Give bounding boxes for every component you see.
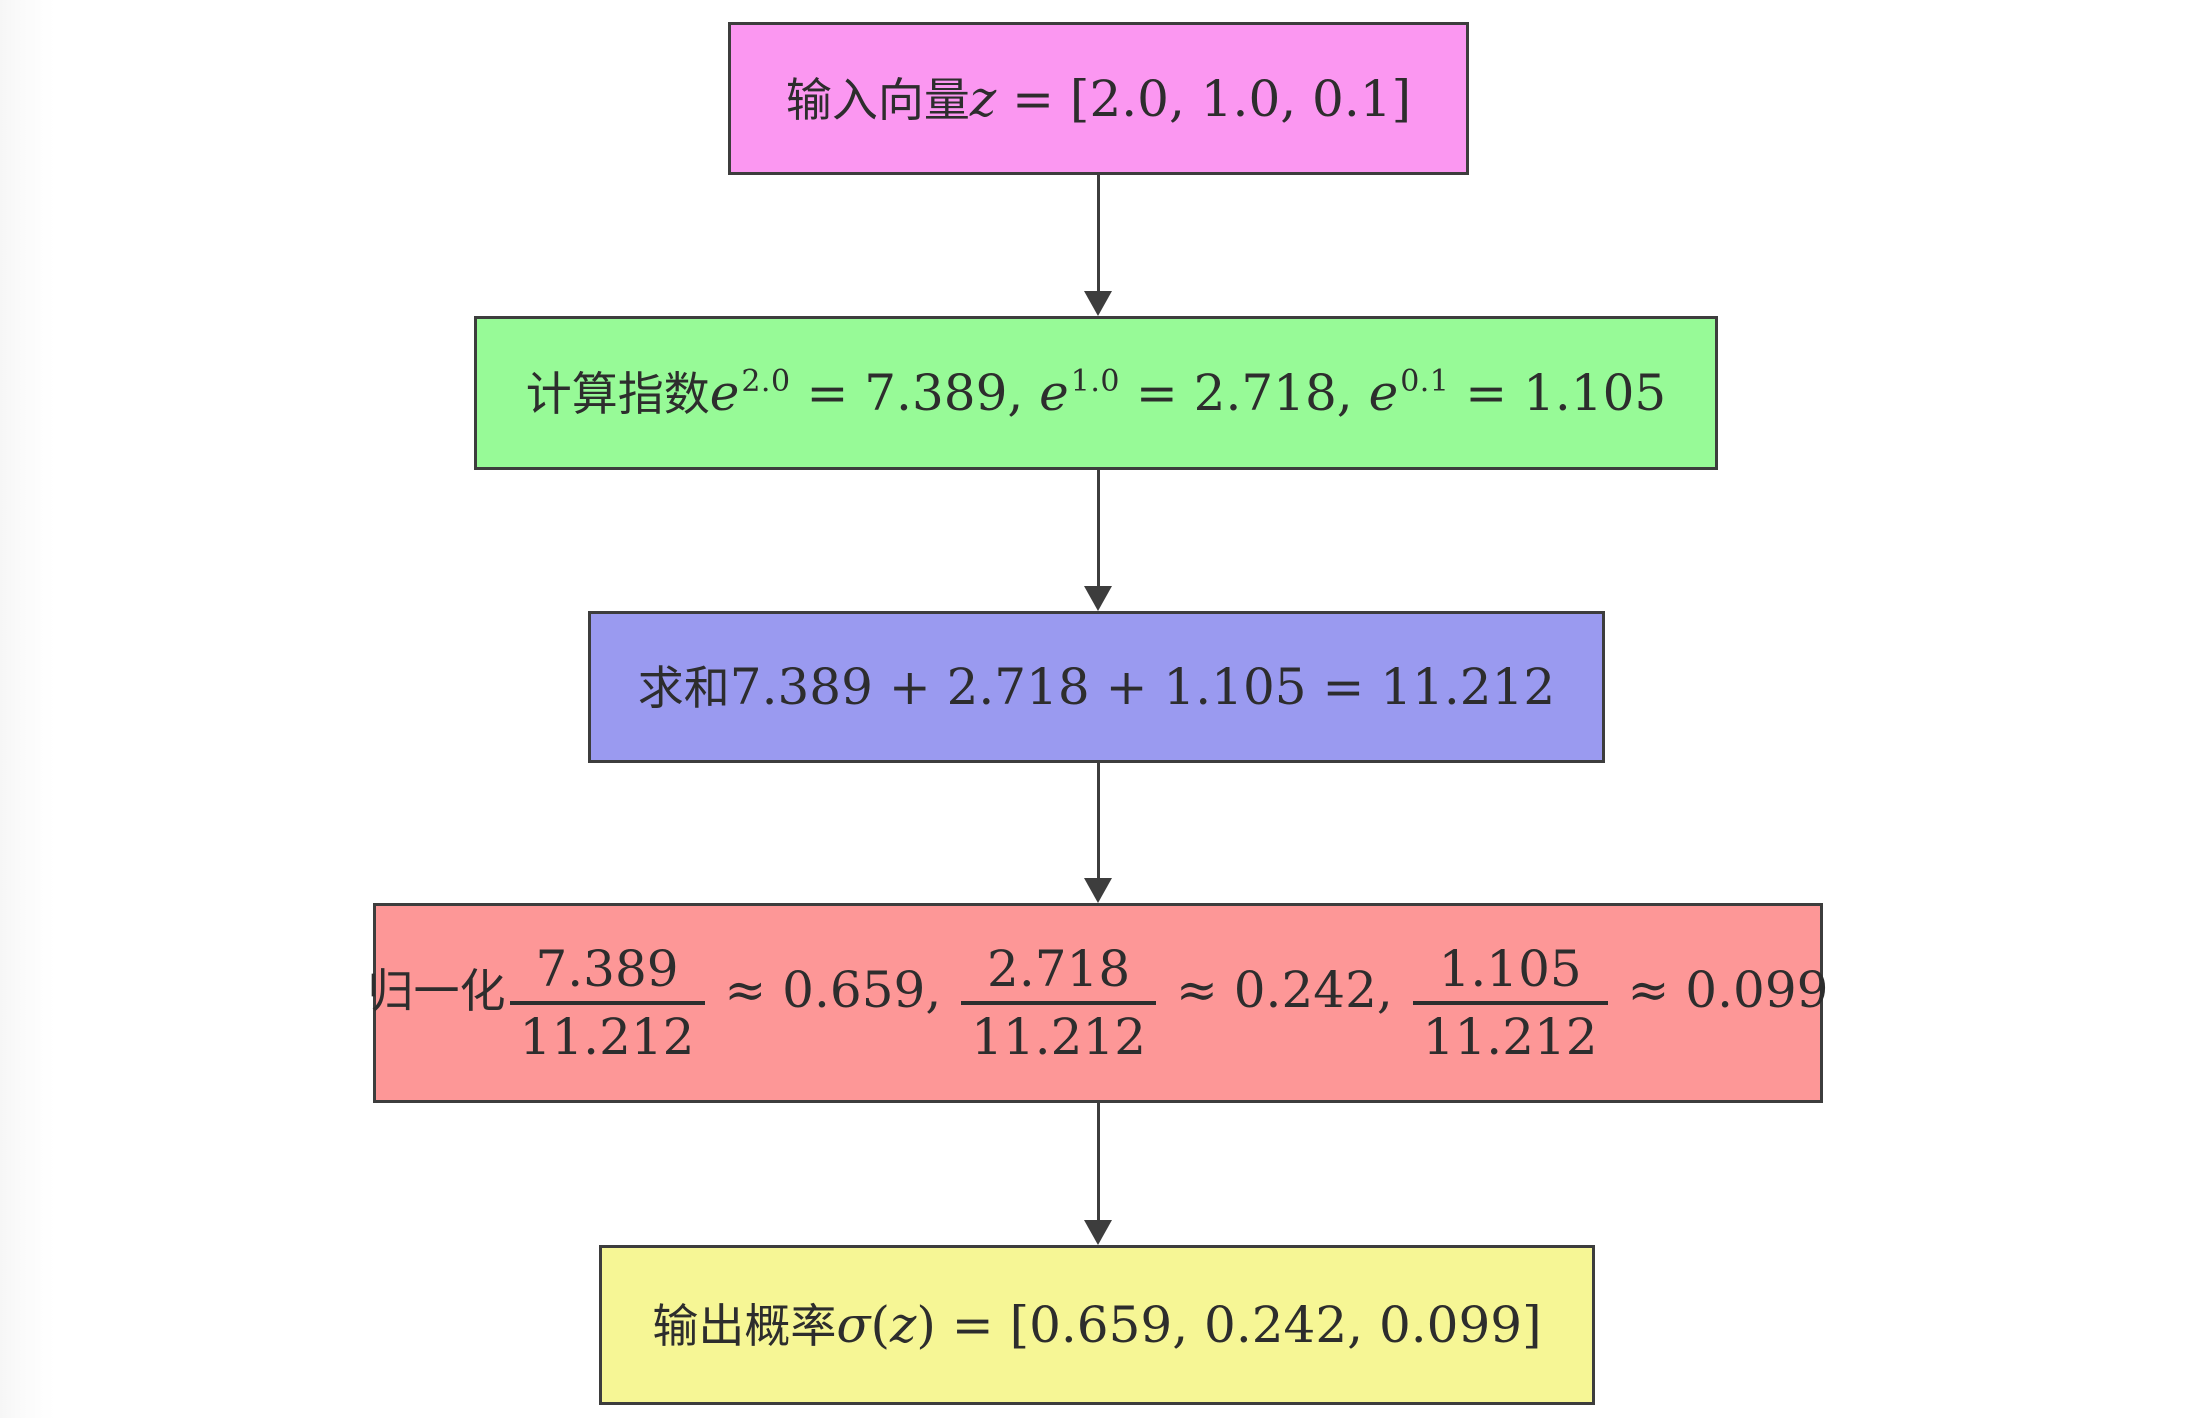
arrowhead-icon — [1084, 1220, 1112, 1245]
node-output-probabilities: 输出概率σ(z) = [0.659, 0.242, 0.099] — [599, 1245, 1595, 1405]
math-output-values: ) = [0.659, 0.242, 0.099] — [916, 1296, 1542, 1354]
fraction-1-denominator: 11.212 — [519, 1008, 695, 1066]
node-sum-label: 求和 — [637, 662, 730, 714]
fraction-1: 7.389 11.212 — [509, 940, 705, 1066]
math-result-2: = 2.718, — [1119, 364, 1369, 422]
arrowhead-icon — [1084, 586, 1112, 611]
fraction-2-numerator: 2.718 — [987, 940, 1131, 998]
arrowhead-icon — [1084, 291, 1112, 316]
node-input-text: 输入向量z = [2.0, 1.0, 0.1] — [786, 69, 1411, 129]
node-sum-text: 求和7.389 + 2.718 + 1.105 = 11.212 — [638, 657, 1555, 717]
math-result-1: = 7.389, — [790, 364, 1040, 422]
arrow-stem — [1096, 1103, 1100, 1220]
fraction-2: 2.718 11.212 — [961, 940, 1157, 1066]
math-exp-3: 0.1 — [1400, 364, 1450, 400]
fraction-3: 1.105 11.212 — [1412, 940, 1608, 1066]
node-output-label: 输出概率 — [652, 1300, 837, 1352]
node-exponent-label: 计算指数 — [525, 368, 710, 420]
math-var-e2: e — [1039, 364, 1069, 422]
math-result-3: = 1.105 — [1449, 364, 1667, 422]
flow-arrow-4 — [1083, 1103, 1113, 1245]
arrow-stem — [1096, 763, 1100, 878]
fraction-bar — [509, 1001, 705, 1005]
page-left-edge-shade — [0, 0, 55, 1418]
math-approx-1: ≈ 0.659, — [708, 961, 958, 1020]
arrowhead-icon — [1084, 878, 1112, 903]
math-var-e1: e — [709, 364, 740, 422]
node-input-label: 输入向量 — [785, 73, 970, 126]
math-exp-1: 2.0 — [741, 364, 791, 400]
fraction-1-numerator: 7.389 — [535, 940, 679, 998]
node-normalize: 归一化 7.389 11.212 ≈ 0.659, 2.718 11.212 ≈ 0.… — [368, 903, 1828, 1103]
node-input-vector: 输入向量z = [2.0, 1.0, 0.1] — [728, 22, 1469, 175]
math-var-z: z — [969, 69, 997, 128]
node-normalize-label: 归一化 — [367, 965, 506, 1018]
math-approx-2: ≈ 0.242, — [1160, 961, 1409, 1020]
math-var-z: z — [890, 1296, 917, 1354]
node-exponent-text: 计算指数e2.0 = 7.389, e1.0 = 2.718, e0.1 = 1… — [526, 363, 1666, 423]
node-normalize-text: 归一化 7.389 11.212 ≈ 0.659, 2.718 11.212 ≈ 0.… — [368, 942, 1829, 1064]
arrow-stem — [1096, 175, 1100, 291]
math-sum-formula: 7.389 + 2.718 + 1.105 = 11.212 — [729, 658, 1556, 716]
fraction-2-denominator: 11.212 — [971, 1008, 1147, 1066]
node-output-text: 输出概率σ(z) = [0.659, 0.242, 0.099] — [652, 1295, 1541, 1355]
fraction-3-numerator: 1.105 — [1438, 940, 1582, 998]
node-sum: 求和7.389 + 2.718 + 1.105 = 11.212 — [588, 611, 1605, 763]
flow-arrow-2 — [1083, 470, 1113, 611]
fraction-bar — [1412, 1001, 1608, 1005]
flow-arrow-3 — [1083, 763, 1113, 903]
math-approx-3: ≈ 0.099 — [1611, 961, 1829, 1020]
flow-arrow-1 — [1083, 175, 1113, 316]
math-var-e3: e — [1368, 364, 1399, 422]
fraction-bar — [961, 1001, 1157, 1005]
math-var-sigma: σ — [836, 1296, 871, 1354]
math-input-values: = [2.0, 1.0, 0.1] — [996, 69, 1412, 128]
fraction-3-denominator: 11.212 — [1422, 1008, 1598, 1066]
node-compute-exponents: 计算指数e2.0 = 7.389, e1.0 = 2.718, e0.1 = 1… — [474, 316, 1718, 470]
math-exp-2: 1.0 — [1070, 364, 1120, 400]
arrow-stem — [1096, 470, 1100, 586]
math-paren-open: ( — [870, 1296, 891, 1354]
